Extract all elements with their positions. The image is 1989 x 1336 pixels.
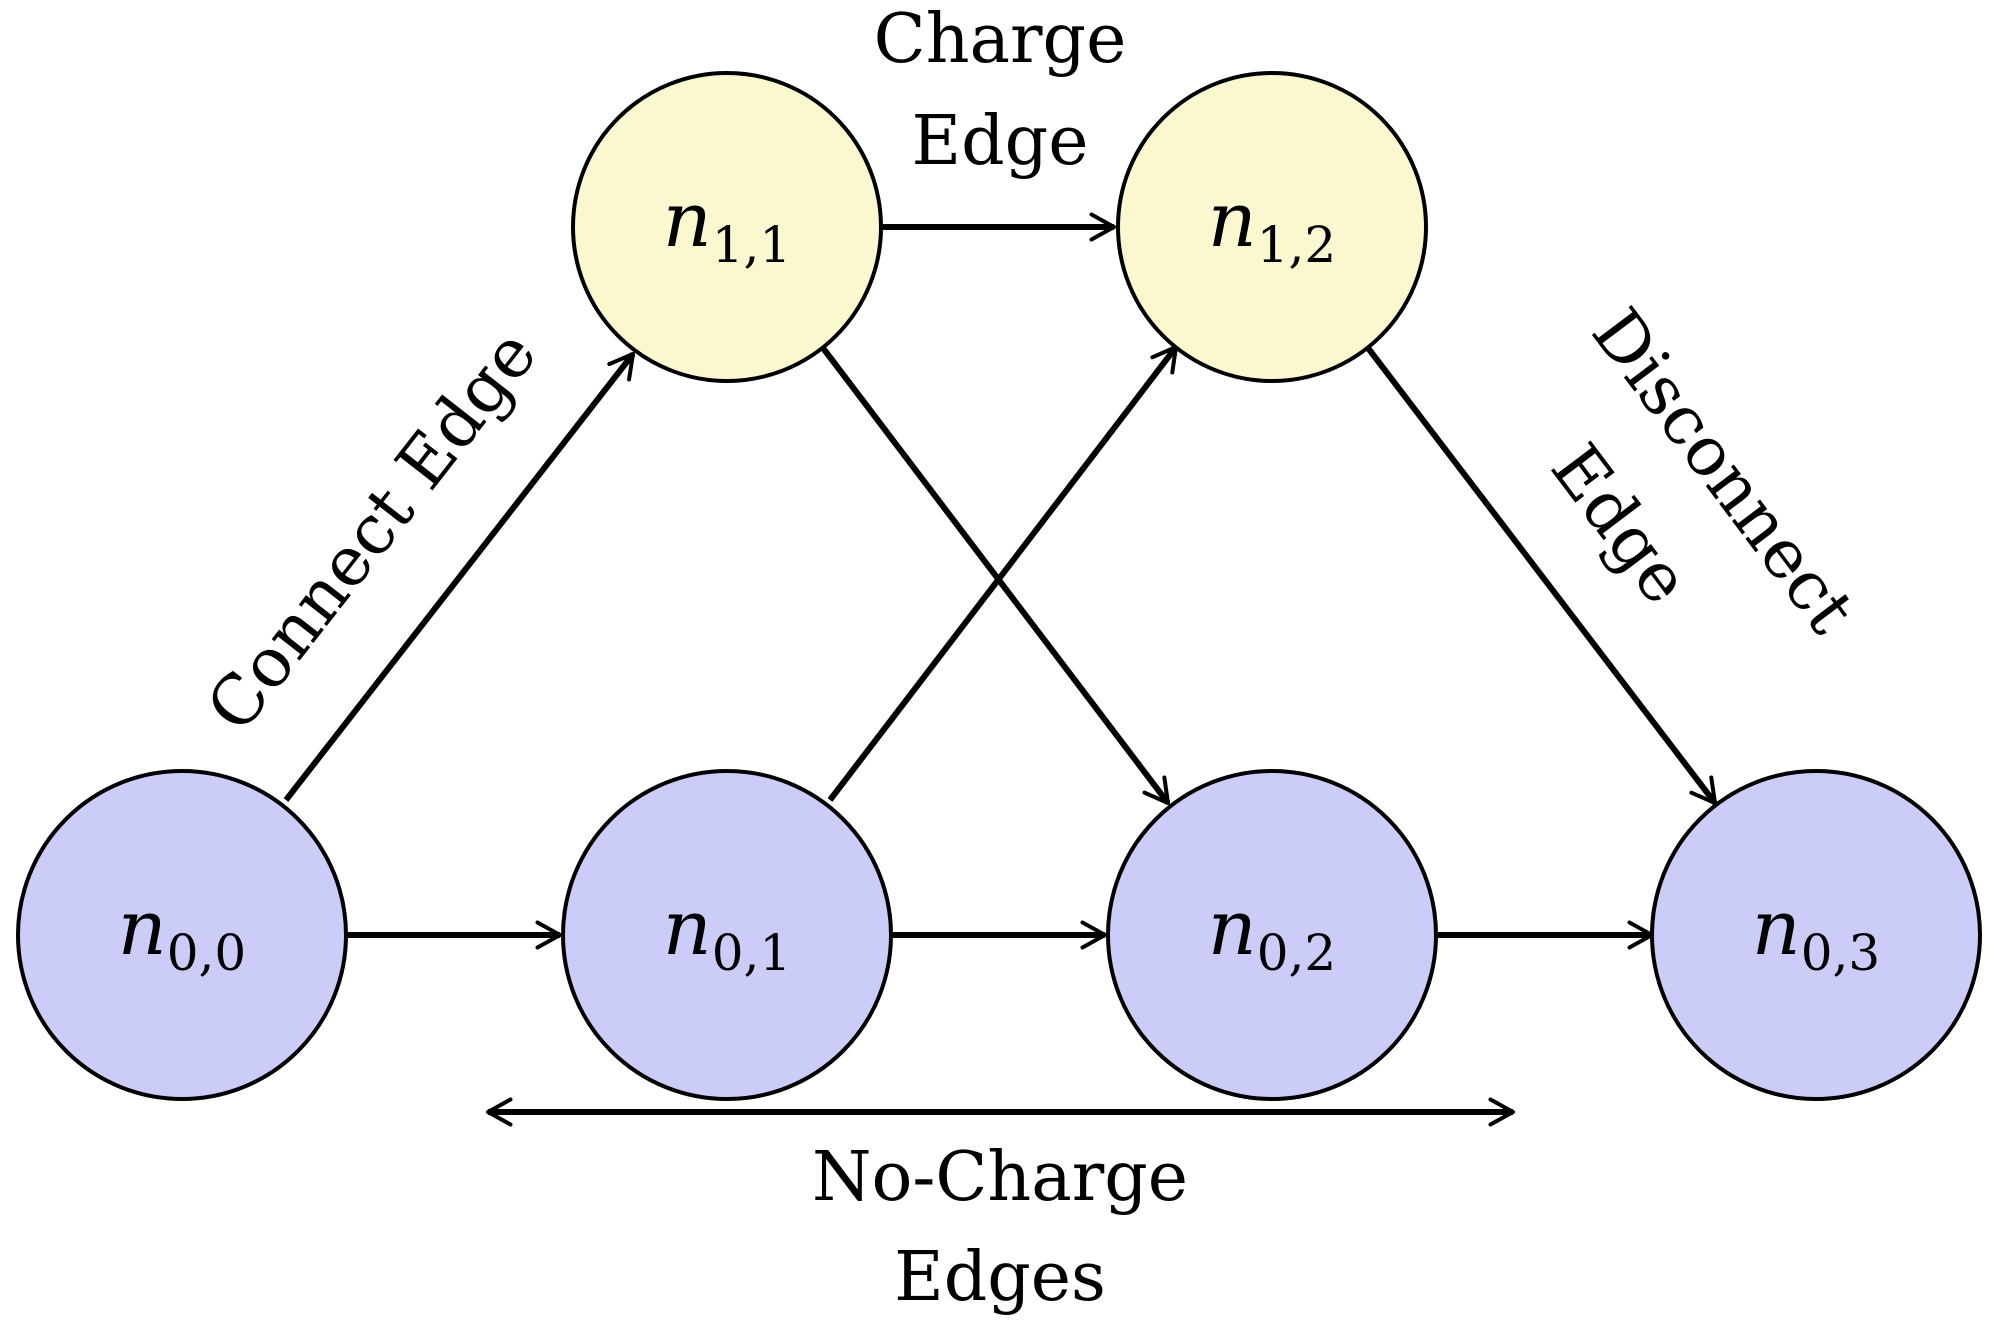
edge-n01-n12 <box>827 345 1179 802</box>
node-n11-circle <box>571 71 883 383</box>
node-n03-circle <box>1650 769 1982 1101</box>
node-n02-circle <box>1106 769 1438 1101</box>
node-n11: n1,1 <box>571 71 883 383</box>
node-n12-circle <box>1116 71 1428 383</box>
charge-edge-label-line1: Charge <box>874 0 1127 79</box>
node-n12-label: n1,2 <box>1208 175 1336 274</box>
edge-n11-n02 <box>820 346 1171 805</box>
edge-n12-n03-disconnect <box>1365 346 1718 805</box>
no-charge-edges-label-line2: Edges <box>894 1238 1106 1317</box>
node-n00-circle <box>16 769 348 1101</box>
node-n00: n0,0 <box>16 769 348 1101</box>
node-n02: n0,2 <box>1106 769 1438 1101</box>
node-n11-label: n1,1 <box>663 175 791 274</box>
node-n03-label: n0,3 <box>1752 883 1880 982</box>
edge-n00-n11-connect <box>283 352 636 802</box>
charge-edge-label-line2: Edge <box>912 102 1089 181</box>
node-n01: n0,1 <box>561 769 893 1101</box>
node-n01-circle <box>561 769 893 1101</box>
node-n01-label: n0,1 <box>663 883 791 982</box>
no-charge-edges-label-line1: No-Charge <box>812 1138 1188 1217</box>
node-n12: n1,2 <box>1116 71 1428 383</box>
node-n02-label: n0,2 <box>1208 883 1336 982</box>
node-n00-label: n0,0 <box>118 883 246 982</box>
node-n03: n0,3 <box>1650 769 1982 1101</box>
